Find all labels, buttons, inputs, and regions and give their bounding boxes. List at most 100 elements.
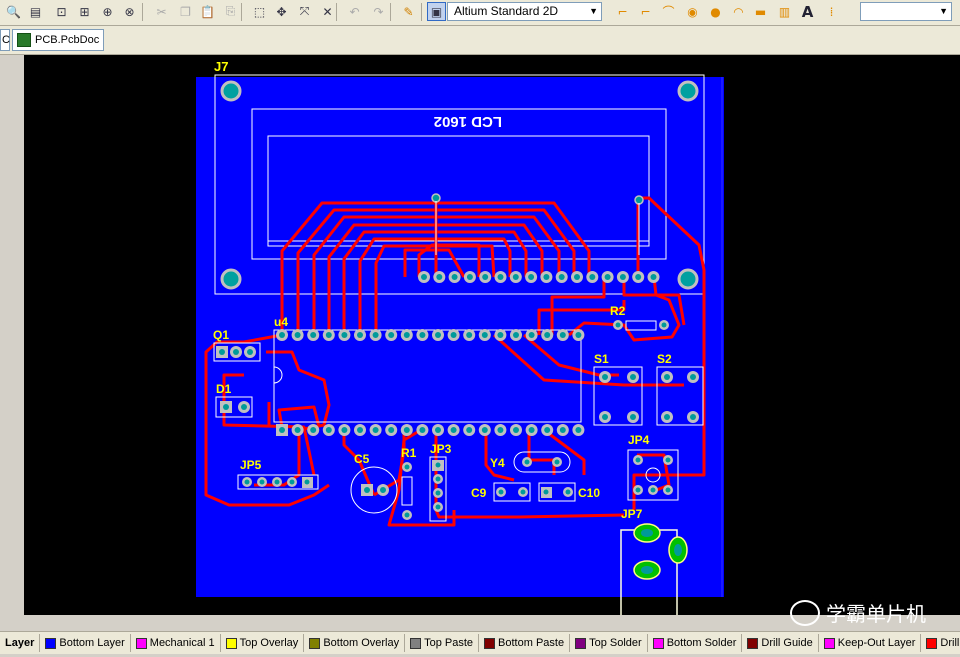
snap-grid-select[interactable]: ▼ [860,2,952,21]
layer-tab-label: Drill Drawing [940,637,960,649]
pad-hole [512,274,519,280]
rubber-stamp-icon[interactable]: ⎘ [225,4,236,18]
pad-hole [575,427,582,433]
zoom-fit-icon[interactable]: ⊡ [56,4,67,19]
layer-tab-mechanical-1[interactable]: Mechanical 1 [131,634,221,652]
toolbar-separator [142,3,143,21]
document-tab-pcb[interactable]: PCB.PcbDoc [12,29,105,51]
layer-tab-bottom-solder[interactable]: Bottom Solder [648,634,743,652]
jp3-outline [429,456,447,522]
select-area-icon[interactable]: ⬚ [253,4,266,19]
undo-icon[interactable]: ↶ [349,4,360,19]
open-icon[interactable]: ▤ [29,4,42,19]
board-outline-right [721,77,723,597]
cut-icon[interactable]: ✂ [156,4,167,19]
r2-pad-hole [615,322,621,328]
toolbar-separator [421,3,422,21]
redo-icon[interactable]: ↷ [373,4,384,19]
pad-hole [403,427,410,433]
pad-hole [466,427,473,433]
document-tab-previous[interactable]: C [0,29,10,51]
place-array-icon[interactable]: ⁞ [829,4,834,19]
pad-hole [388,427,395,433]
layer-color-swatch [747,637,759,649]
layer-tab-drill-guide[interactable]: Drill Guide [742,634,819,652]
wechat-icon [790,599,820,626]
pad-hole [497,332,504,338]
deselect-icon[interactable]: ✕ [322,4,333,19]
zoom-area-icon[interactable]: ⊞ [79,4,90,19]
place-line-icon[interactable]: ⌐ [640,4,651,19]
main-toolbar: 🔍▤⊡⊞⊕⊗✂❐📋⎘⬚✥⤧✕↶↷✎▣Altium Standard 2D▼⌐⌐⌒… [0,0,960,26]
layer-color-swatch [45,637,57,649]
layer-tab-bottom-paste[interactable]: Bottom Paste [479,634,571,652]
u4-notch [273,366,283,384]
u4-body [273,329,582,423]
red-traces [204,195,706,527]
view-configuration-value: Altium Standard 2D [454,4,559,18]
select-net-icon[interactable]: ⤧ [299,4,310,18]
d1-outline [215,396,253,418]
pad-hole [419,332,426,338]
pad-hole [466,332,473,338]
highlight-icon[interactable]: ✎ [403,4,414,19]
watermark-text: 学霸单片机 [826,604,926,626]
layer-color-swatch [575,637,587,649]
label-c10: C10 [578,486,600,500]
place-via-icon[interactable]: ● [710,4,721,19]
layer-tab-drill-drawing[interactable]: Drill Drawing [921,634,960,652]
pad-hole [294,332,301,338]
pcb-canvas[interactable]: J7 LCD 1602 [24,55,960,615]
layer-tab-top-paste[interactable]: Top Paste [405,634,480,652]
label-jp4: JP4 [628,433,650,447]
jp4-center-hole [645,467,661,483]
pad-hole [294,427,301,433]
layer-tab-bottom-layer[interactable]: Bottom Layer [40,634,131,652]
mounting-hole [677,268,699,290]
place-coordinate-icon[interactable]: ▥ [778,4,791,19]
zoom-icon[interactable]: 🔍 [6,4,21,19]
label-r2: R2 [610,304,626,318]
zoom-select-icon[interactable]: ⊕ [102,4,113,19]
layer-color-swatch [135,637,147,649]
pad-hole [325,427,332,433]
place-track-icon[interactable]: ⌐ [617,4,628,19]
label-jp5: JP5 [240,458,262,472]
pad-hole [279,427,285,433]
jp5-pads [242,477,313,488]
r2-pad-hole [661,322,667,328]
c5-pad-hole [364,487,370,493]
pad-hole [528,427,535,433]
place-arc2-icon[interactable]: ◠ [733,4,744,19]
dropdown-arrow-icon: ▼ [939,6,948,16]
layer-color-swatch [926,637,938,649]
pad-hole [559,427,566,433]
layer-tab-top-overlay[interactable]: Top Overlay [221,634,305,652]
layer-tab-label: Drill Guide [761,637,813,649]
place-fill-icon[interactable]: ▬ [754,4,767,19]
lcd-module-outline [251,108,667,260]
d1-pad-hole [223,404,229,410]
layer-tab-label: Bottom Paste [498,637,565,649]
move-icon[interactable]: ✥ [276,4,287,19]
pad-hole [559,332,566,338]
layer-color-swatch [823,637,835,649]
layer-color-swatch [652,637,664,649]
copy-icon[interactable]: ❐ [180,4,191,19]
place-arc-icon[interactable]: ⌒ [662,5,675,19]
pad-hole [528,274,535,280]
layer-tab-label: Mechanical 1 [149,637,215,649]
layer-tab-top-solder[interactable]: Top Solder [570,634,648,652]
pad-hole [451,274,458,280]
place-pad-icon[interactable]: ◉ [687,4,698,19]
place-string-icon[interactable]: A [801,2,814,21]
pad-hole [589,274,596,280]
component-icon[interactable]: ▣ [427,2,446,21]
layer-tab-layer[interactable]: Layer [0,634,41,652]
view-configuration-select[interactable]: Altium Standard 2D▼ [447,2,602,21]
pad-hole [325,332,332,338]
paste-icon[interactable]: 📋 [200,4,215,19]
zoom-selected-icon[interactable]: ⊗ [124,4,135,19]
layer-tab-keep-out-layer[interactable]: Keep-Out Layer [819,634,922,652]
layer-tab-bottom-overlay[interactable]: Bottom Overlay [304,634,406,652]
